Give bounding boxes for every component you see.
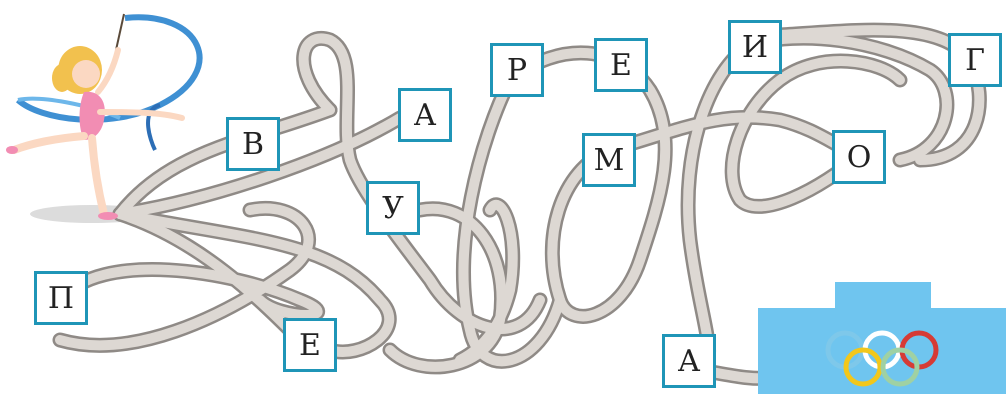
olympic-rings-icon xyxy=(825,330,939,387)
maze-path-4 xyxy=(55,264,323,320)
maze-path-15 xyxy=(727,56,905,212)
maze-path-5 xyxy=(55,203,314,351)
letter-box-r[interactable]: Р xyxy=(490,43,544,97)
gymnast-icon xyxy=(6,13,203,220)
letter-box-p[interactable]: П xyxy=(34,271,88,325)
letter-box-u[interactable]: У xyxy=(366,181,420,235)
maze-path-0 xyxy=(115,105,335,219)
letter-box-v[interactable]: В xyxy=(226,117,280,171)
maze-path-1 xyxy=(115,113,405,219)
letter-box-g[interactable]: Г xyxy=(948,33,1002,87)
maze-path-8 xyxy=(458,75,565,367)
letter-box-o[interactable]: О xyxy=(832,130,886,184)
letter-box-i[interactable]: И xyxy=(728,20,782,74)
letter-box-e1[interactable]: Е xyxy=(594,38,648,92)
letter-box-m[interactable]: М xyxy=(582,133,636,187)
letter-box-a2[interactable]: А xyxy=(662,334,716,388)
letter-box-e2[interactable]: Е xyxy=(283,318,337,372)
maze-path-3 xyxy=(115,209,395,357)
letter-box-a1[interactable]: А xyxy=(398,88,452,142)
olympic-podium-icon xyxy=(758,282,1006,394)
maze-path-9 xyxy=(455,199,518,365)
